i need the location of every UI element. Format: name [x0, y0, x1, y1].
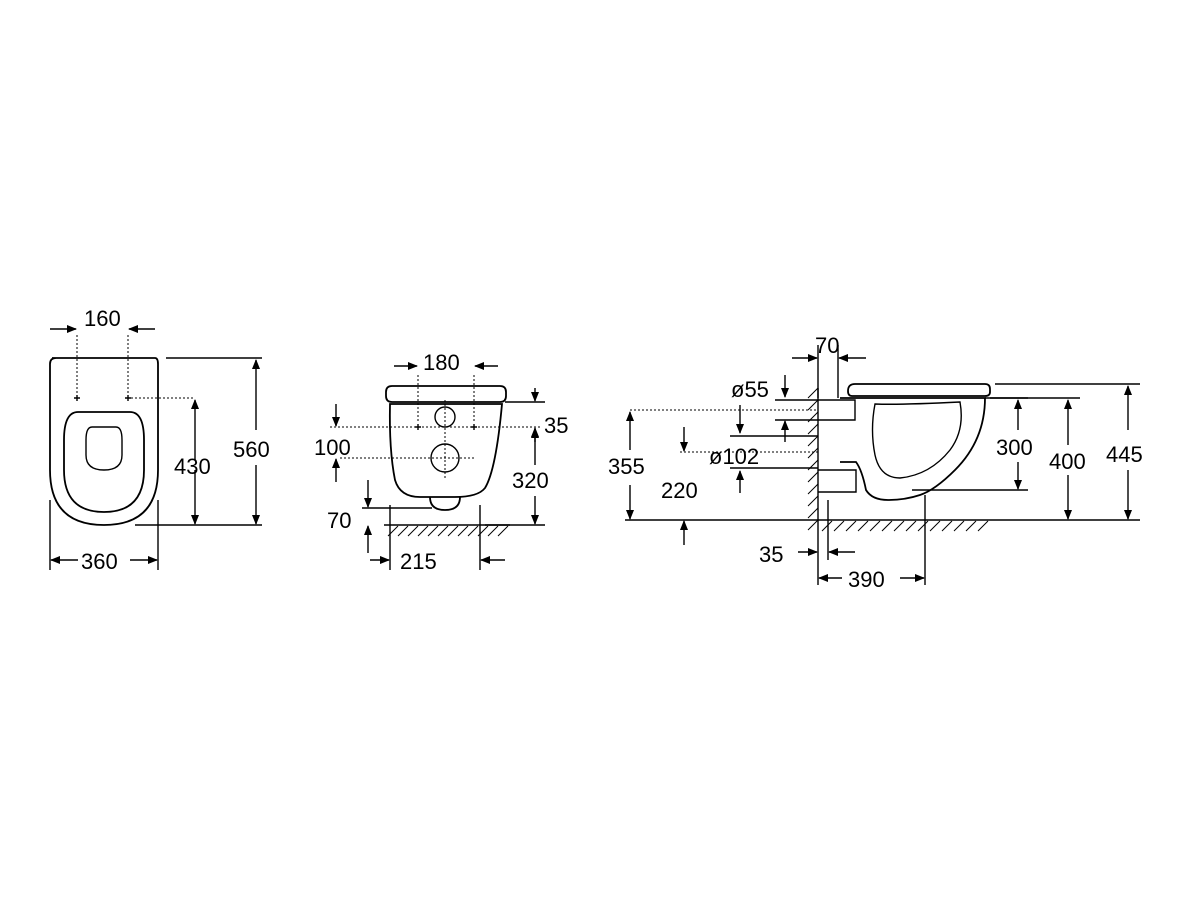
seat-side [847, 383, 991, 397]
fixing-hole-left [74, 395, 80, 401]
dim-400-label: 400 [1049, 449, 1086, 474]
inlet-pipe [818, 399, 856, 421]
floor-hatch-front [387, 525, 509, 537]
dim-180-label: 180 [423, 350, 460, 375]
bowl-body-front [388, 403, 503, 498]
bowl-drain-top [85, 426, 123, 471]
bowl-inner-side [871, 401, 962, 479]
dim-360-label: 360 [81, 549, 118, 574]
bowl-opening-top [63, 411, 145, 513]
dim-35-front-label: 35 [544, 413, 568, 438]
inlet-hole-front [434, 406, 456, 428]
dim-220-label: 220 [661, 478, 698, 503]
outlet-pipe [818, 469, 857, 493]
dim-o102-label: ø102 [709, 444, 759, 469]
dim-355-label: 355 [608, 454, 645, 479]
dim-70-front-label: 70 [327, 508, 351, 533]
dim-100-label: 100 [314, 435, 351, 460]
top-view: 160 430 560 360 [49, 306, 270, 574]
dim-160-label: 160 [84, 306, 121, 331]
front-view: 180 35 100 320 70 [314, 350, 568, 574]
dim-70-side-label: 70 [815, 333, 839, 358]
wall-hatch [807, 387, 819, 531]
dim-215-label: 215 [400, 549, 437, 574]
bowl-outline-top [49, 357, 159, 526]
dim-445-label: 445 [1106, 442, 1143, 467]
fixing-hole-right [125, 395, 131, 401]
dim-560-label: 560 [233, 437, 270, 462]
floor-hatch-side [821, 520, 989, 532]
dim-35-side-label: 35 [759, 542, 783, 567]
seat-lid-front [385, 385, 507, 403]
dim-o55-label: ø55 [731, 377, 769, 402]
dim-320-label: 320 [512, 468, 549, 493]
side-view: 70 ø55 ø102 220 355 300 [608, 333, 1143, 592]
bowl-outlet-front [429, 496, 461, 511]
dim-390-label: 390 [848, 567, 885, 592]
dim-430-label: 430 [174, 454, 211, 479]
bowl-body-side [840, 397, 986, 501]
dim-300-label: 300 [996, 435, 1033, 460]
